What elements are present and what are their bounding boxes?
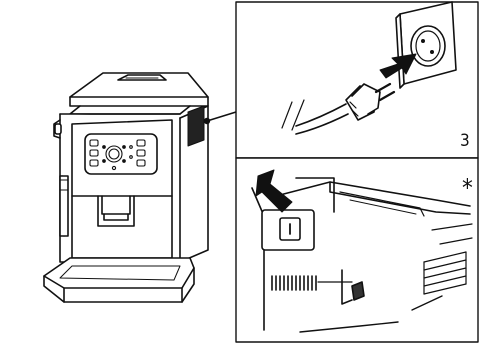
plug-step-panel: 3 [236, 2, 478, 158]
switch-detail-panel: * [236, 158, 478, 342]
step-number: 3 [460, 131, 470, 151]
power-switch-icon [262, 210, 314, 250]
asterisk-marker: * [462, 174, 473, 202]
rear-switch-icon [352, 282, 364, 300]
coffee-machine-illustration [44, 73, 208, 302]
